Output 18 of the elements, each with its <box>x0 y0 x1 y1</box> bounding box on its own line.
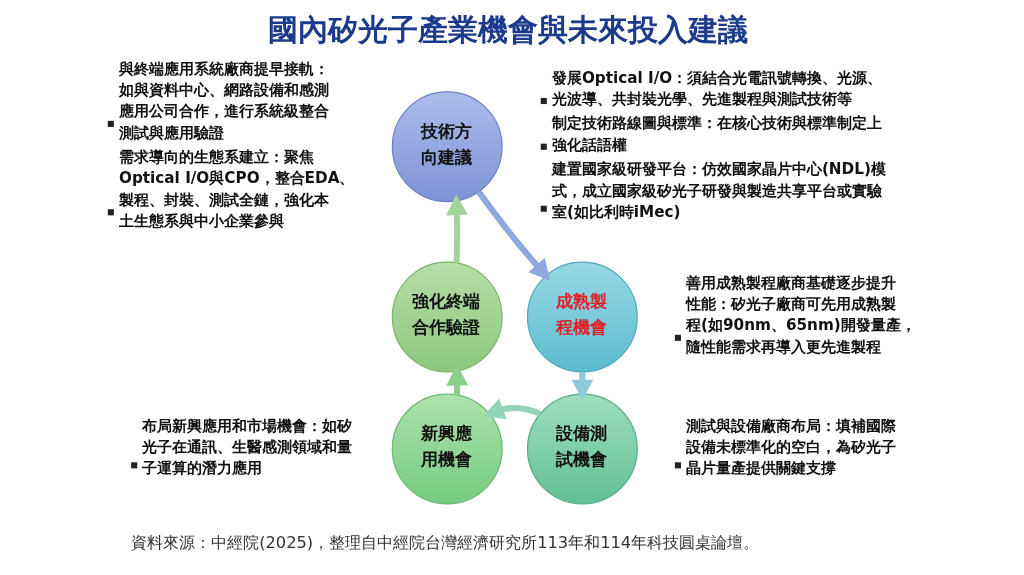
node-label: 善用成熟製程廠商基礎逐步提升性能：矽光子廠商可先用成熟製程(如90nm、65nm)開發量產，隨性能需求再導入更先進製程 <box>686 273 916 356</box>
arrow <box>483 398 542 420</box>
node-label: 需求導向的生態系建立：聚焦Optical I/O與CPO，整合EDA、製程、封裝、測試全鏈，強化本土生態系與中小企業參與 <box>118 147 355 231</box>
node-circle: 強化終端合作驗證 <box>391 261 503 373</box>
caption: 資料來源：中經院(2025)，整理自中經院台灣經濟研究所113年和114年科技圓桌論壇。 <box>131 533 760 553</box>
node-circle: 成熟製程機會 <box>526 261 638 373</box>
node-circle: 設備測試機會 <box>526 393 638 505</box>
node-label: 制定技術路線圖與標準：在核心技術與標準制定上強化話語權 <box>551 114 882 154</box>
node-label: 與終端應用系統廠商提早接軌：如與資料中心、網路設備和感測應用公司合作，進行系統級整合測試與應用驗證 <box>118 59 329 142</box>
node-label: 建置國家級研發平台：仿效國家晶片中心(NDL)模式，成立國家級矽光子研發與製造共享平台或實驗室(如比利時iMec) <box>551 160 886 221</box>
node-circle: 新興應用機會 <box>391 393 503 505</box>
node-label: 布局新興應用和市場機會：如矽光子在通訊、生醫感測領域和量子運算的潛力應用 <box>142 416 353 478</box>
arrow <box>446 194 468 263</box>
arrow <box>476 190 551 281</box>
node-circle: 技術方向建議 <box>391 91 503 203</box>
diagram-title: 國內矽光子產業機會與未來投入建議 <box>267 11 748 47</box>
node-label: 發展Optical I/O：須結合光電訊號轉換、光源、光波導、共封裝光學、先進製程與測試技術等 <box>551 68 883 109</box>
node-label: 測試與設備廠商布局：填補國際設備未標準化的空白，為矽光子晶片量產提供關鍵支撐 <box>686 416 897 478</box>
